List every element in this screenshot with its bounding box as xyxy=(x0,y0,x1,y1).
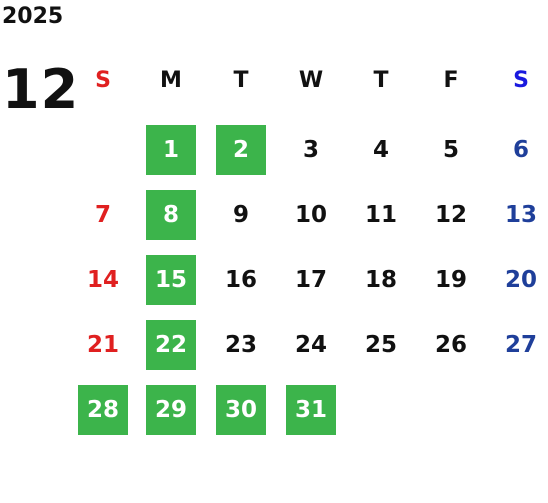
day-cell[interactable]: 14 xyxy=(86,267,119,293)
day-cell[interactable]: 29 xyxy=(146,385,196,435)
day-cell[interactable]: 12 xyxy=(434,202,467,228)
weekday-header: S xyxy=(95,68,111,93)
weekday-header: T xyxy=(373,68,389,93)
day-cell[interactable]: 23 xyxy=(224,332,257,358)
day-cell[interactable]: 25 xyxy=(364,332,397,358)
day-cell[interactable]: 7 xyxy=(94,202,111,228)
day-cell[interactable]: 27 xyxy=(504,332,537,358)
weekday-header: T xyxy=(233,68,249,93)
day-cell[interactable]: 21 xyxy=(86,332,119,358)
day-cell[interactable]: 2 xyxy=(216,125,266,175)
day-cell[interactable]: 13 xyxy=(504,202,537,228)
day-cell[interactable]: 17 xyxy=(294,267,327,293)
weekday-header: W xyxy=(298,68,324,93)
year-label: 2025 xyxy=(2,4,64,29)
day-cell[interactable]: 20 xyxy=(504,267,537,293)
day-cell[interactable]: 28 xyxy=(78,385,128,435)
day-cell[interactable]: 10 xyxy=(294,202,327,228)
day-cell[interactable]: 15 xyxy=(146,255,196,305)
day-cell[interactable]: 3 xyxy=(302,137,319,163)
day-cell[interactable]: 5 xyxy=(442,137,459,163)
day-cell[interactable]: 31 xyxy=(286,385,336,435)
day-cell[interactable]: 1 xyxy=(146,125,196,175)
day-cell[interactable]: 30 xyxy=(216,385,266,435)
day-cell[interactable]: 16 xyxy=(224,267,257,293)
day-cell[interactable]: 4 xyxy=(372,137,389,163)
day-cell[interactable]: 6 xyxy=(512,137,529,163)
day-cell[interactable]: 18 xyxy=(364,267,397,293)
day-cell[interactable]: 26 xyxy=(434,332,467,358)
day-cell[interactable]: 19 xyxy=(434,267,467,293)
day-cell[interactable]: 8 xyxy=(146,190,196,240)
weekday-header: S xyxy=(513,68,529,93)
weekday-header: F xyxy=(443,68,459,93)
day-cell[interactable]: 24 xyxy=(294,332,327,358)
day-cell[interactable]: 22 xyxy=(146,320,196,370)
month-number: 12 xyxy=(2,58,80,121)
day-cell[interactable]: 9 xyxy=(232,202,249,228)
day-cell[interactable]: 11 xyxy=(364,202,397,228)
weekday-header: M xyxy=(160,68,182,93)
